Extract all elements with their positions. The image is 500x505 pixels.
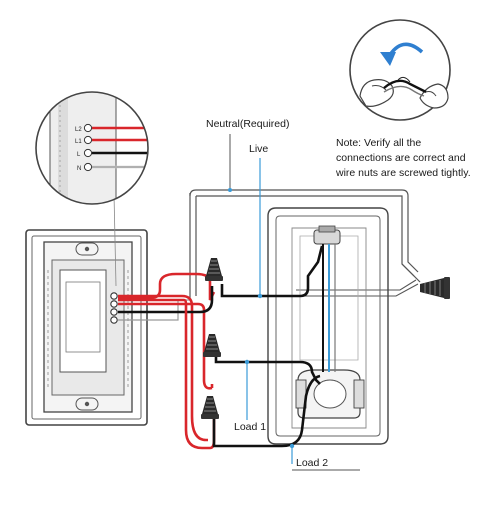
wire-red-l2 xyxy=(118,294,208,442)
label-live: Live xyxy=(249,143,269,155)
load2-wire xyxy=(212,374,321,448)
wire-nut-load2 xyxy=(200,395,220,420)
wire-nut-icon xyxy=(420,277,450,299)
terminal-label-L2: L2 xyxy=(75,127,82,133)
smart-switch-module xyxy=(43,241,133,413)
load1-wire xyxy=(214,356,321,385)
label-load-1: Load 1 xyxy=(234,421,267,433)
verification-note: Note: Verify all the connections are cor… xyxy=(336,136,498,181)
magnifier-callout-icon: L2 L1 L N xyxy=(35,91,149,287)
wire-nut-load1 xyxy=(202,333,222,358)
terminal-label-L1: L1 xyxy=(75,139,82,145)
live-wire xyxy=(220,245,324,298)
wire-twist-hands-icon xyxy=(349,19,451,121)
terminal-label-N: N xyxy=(77,166,81,172)
wire-black-l xyxy=(118,286,214,314)
note-line: Note: Verify all the xyxy=(336,137,422,149)
label-neutral: Neutral(Required) xyxy=(206,118,290,130)
note-line: wire nuts are screwed tightly. xyxy=(336,167,471,179)
terminal-label-L: L xyxy=(77,152,81,158)
electrical-box xyxy=(189,189,419,445)
note-line: connections are correct and xyxy=(336,152,466,164)
wire-red-l1 xyxy=(118,302,213,390)
wire-nut-live xyxy=(204,257,224,282)
label-load-2: Load 2 xyxy=(296,457,329,469)
